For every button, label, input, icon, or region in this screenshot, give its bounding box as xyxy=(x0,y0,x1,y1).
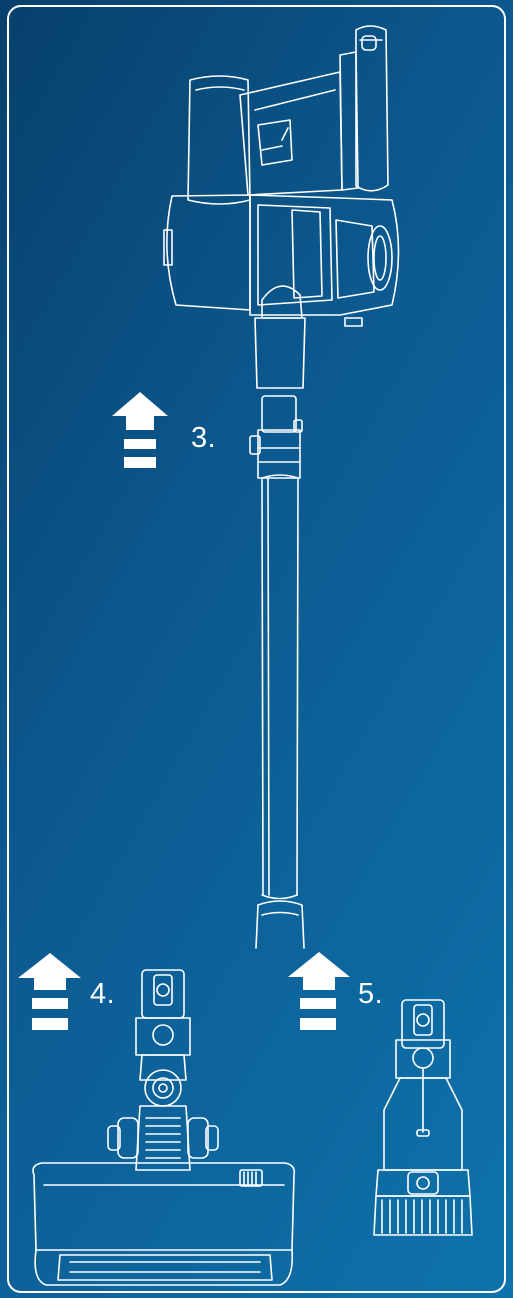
up-arrow-icon-5 xyxy=(288,952,350,1030)
dusting-brush xyxy=(374,1000,472,1235)
vacuum-main-body xyxy=(164,26,399,388)
up-arrow-icon-3 xyxy=(112,392,168,468)
step-label-5: 5. xyxy=(358,980,383,1009)
extension-tube xyxy=(250,396,304,948)
step-label-3: 3. xyxy=(191,424,216,453)
up-arrow-icon-4 xyxy=(18,953,81,1030)
step-label-4: 4. xyxy=(90,980,115,1009)
floor-brush-head xyxy=(33,970,294,1285)
